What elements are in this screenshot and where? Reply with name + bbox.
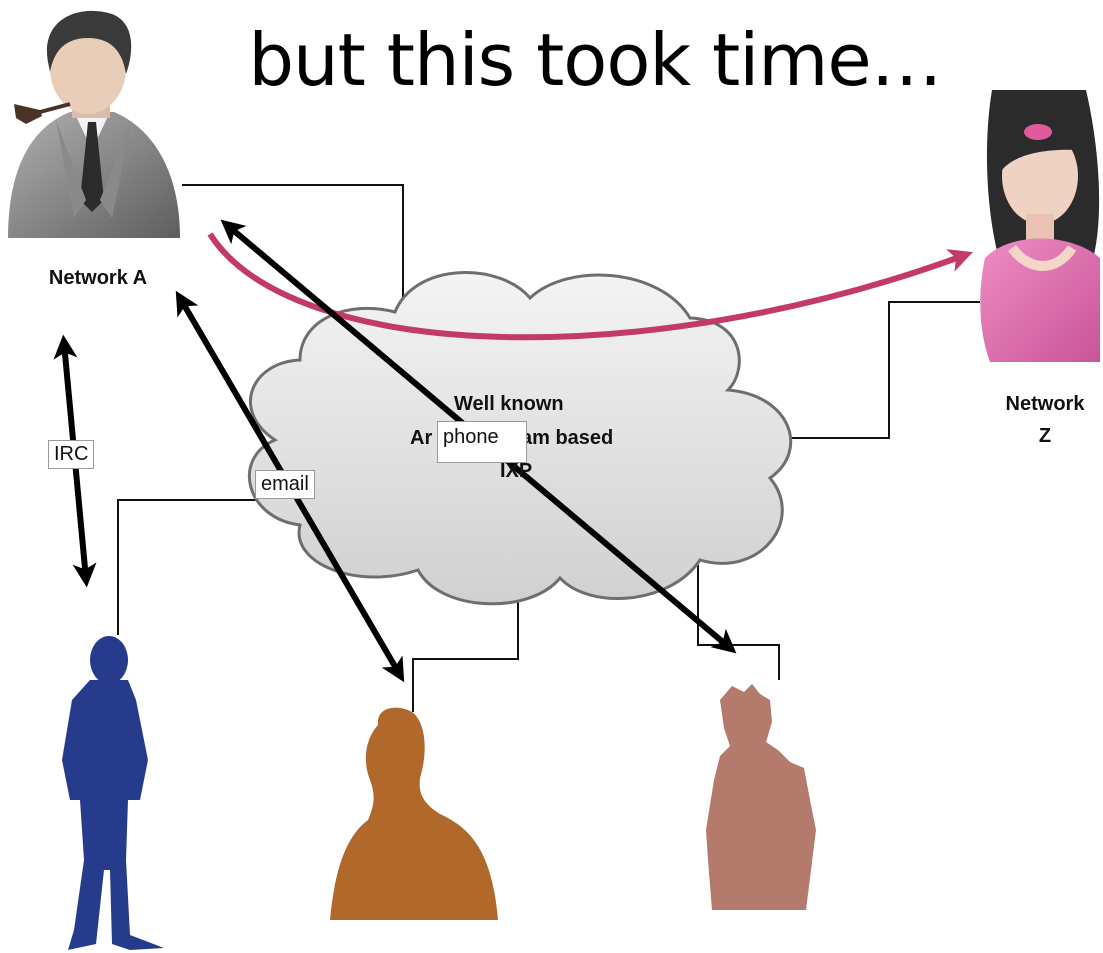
businessman-with-pipe-icon xyxy=(8,10,180,238)
standing-man-silhouette-icon xyxy=(62,636,164,950)
bust-silhouette-icon xyxy=(330,707,498,920)
connector-blue-person-cloud xyxy=(117,499,262,635)
connector-orange-person-cloud xyxy=(412,595,519,712)
network-z-label: Network Z xyxy=(990,388,1100,452)
slide-title: but this took time… xyxy=(248,18,942,102)
cloud-text-line3: IXP xyxy=(500,460,533,482)
cloud-text-line2-left: Ar xyxy=(410,427,433,449)
connector-network-z-cloud xyxy=(791,301,980,439)
network-z-label-line1: Network xyxy=(1005,393,1085,415)
email-label: email xyxy=(255,470,315,499)
phone-label: phone xyxy=(437,421,527,463)
network-z-label-line2: Z xyxy=(1038,425,1052,447)
spiky-hair-man-silhouette-icon xyxy=(706,684,816,910)
woman-avatar-icon xyxy=(980,90,1100,362)
irc-label: IRC xyxy=(48,440,95,469)
connector-rose-person-cloud xyxy=(697,565,780,680)
network-a-label: Network A xyxy=(48,267,148,289)
cloud-text-line1: Well known xyxy=(454,393,564,415)
cloud-text-line2-right: am based xyxy=(521,427,614,449)
